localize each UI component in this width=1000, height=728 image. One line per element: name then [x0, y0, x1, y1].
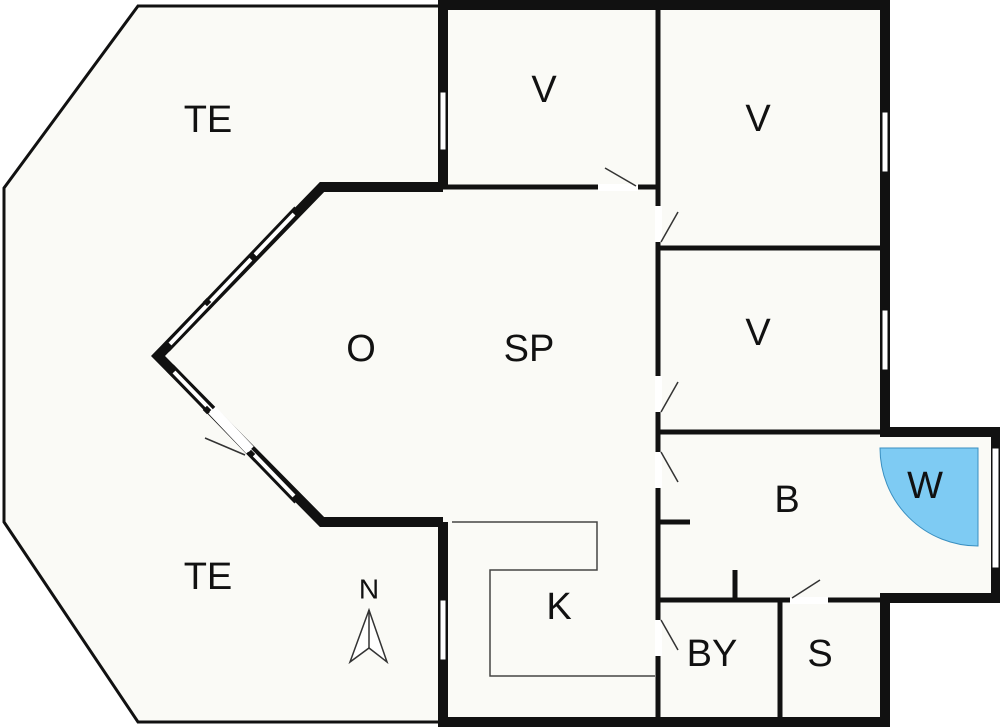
- window-te-top: [439, 91, 447, 151]
- kitchen-counter: [452, 521, 655, 677]
- window-w-bath: [991, 447, 1000, 569]
- bay-windows: [162, 206, 302, 504]
- window-v-middle: [881, 309, 889, 371]
- room-label-by: BY: [687, 633, 738, 675]
- window-v-top-right: [881, 111, 889, 173]
- room-label-b: B: [774, 479, 799, 521]
- room-label-o: O: [346, 328, 376, 370]
- room-label-w: W: [907, 465, 943, 507]
- room-label-v-middle: V: [745, 312, 771, 354]
- interior-walls: [443, 9, 885, 722]
- compass-north-label: N: [359, 573, 379, 604]
- room-label-sp: SP: [504, 328, 555, 370]
- window-te-bottom: [439, 599, 447, 661]
- room-label-k: K: [546, 586, 571, 628]
- room-label-te-bottom: TE: [184, 556, 233, 598]
- room-label-te-top: TE: [184, 99, 233, 141]
- doors: [204, 167, 828, 656]
- north-arrow-icon: [348, 607, 389, 665]
- whirlpool-shape: [879, 447, 979, 547]
- room-label-v-top-left: V: [531, 69, 557, 111]
- room-label-v-top-right: V: [745, 98, 771, 140]
- windows: [439, 91, 1000, 661]
- room-label-s: S: [807, 633, 832, 675]
